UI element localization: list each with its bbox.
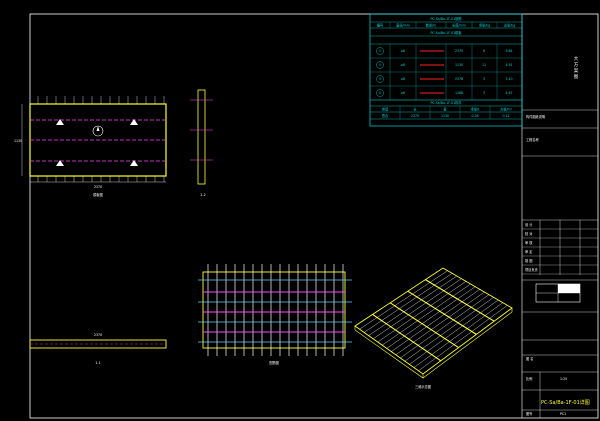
bar-length: 2370 <box>455 49 463 53</box>
signature-row-label: 审 核 <box>525 240 533 245</box>
bar-count: 8 <box>483 49 485 53</box>
schedule-header-cell: 重量/kg <box>479 23 490 28</box>
signature-row-label: 制 图 <box>525 258 532 263</box>
schedule-title-1: PC-Sa/Ba-1F-01钢筋 <box>430 16 461 21</box>
bar-id: ① <box>379 49 382 53</box>
title-block-top-text: 大方案图 <box>574 55 579 80</box>
schedule-header-cell: 总量/kg <box>504 23 515 28</box>
schedule-header-cell: 长度/mm <box>452 23 466 28</box>
schedule-header-cell: 类型 <box>382 107 389 112</box>
schedule-header-cell: 方量/m³ <box>500 107 513 112</box>
design-note: 构件图纸说明 <box>526 114 545 119</box>
signature-row-label: 审 定 <box>525 249 533 254</box>
lift-point-marker <box>56 119 64 125</box>
plan-dim-height: 1130 <box>14 139 22 143</box>
schedule-cell: 叠合 <box>382 113 389 118</box>
bar-count: 3 <box>483 91 485 95</box>
schedule-header-cell: 编号 <box>377 23 383 28</box>
scale-label: 比例 <box>526 376 532 381</box>
signature-row-label: 设 计 <box>525 222 533 227</box>
schedule-row-3: 叠合 2370 1130 0.28 0.12 <box>382 113 510 118</box>
isometric-rebar <box>359 270 508 371</box>
schedule-rows: ① ⌀8 2370 8 9.84 ② ⌀8 1130 11 4.91 ③ ⌀8 2378 3 3.10 ④ ⌀8… <box>370 44 522 101</box>
bar-diameter: ⌀8 <box>401 91 405 95</box>
plan-dim-width: 2370 <box>94 185 102 189</box>
lift-point-marker <box>56 160 64 166</box>
plan-tick-marks <box>37 96 165 182</box>
schedule-header-1: 编号 直径/mm 数量/m 长度/mm 重量/kg 总量/kg <box>377 22 515 28</box>
schedule-cell: 0.12 <box>502 114 509 118</box>
sheet-value: PC1 <box>560 412 566 416</box>
bar-id: ② <box>379 63 382 67</box>
schedule-title-3: PC-Sa/Ba-1F-01构件 <box>430 100 462 105</box>
rebar-horizontal-bars <box>198 279 352 343</box>
drawing-label: 图 名 <box>526 356 533 361</box>
scale-value: 1:25 <box>560 377 567 381</box>
bar-diameter: ⌀8 <box>401 63 405 67</box>
schedule-header-cell: 长 <box>413 107 417 112</box>
schedule-cell: 2370 <box>411 114 419 118</box>
bar-diameter: ⌀8 <box>401 77 405 81</box>
rebar-vertical-bars <box>207 264 344 356</box>
bar-length: 1130 <box>455 63 463 67</box>
schedule-header-cell: 重量/t <box>471 107 480 112</box>
schedule-header-3: 类型 长 宽 重量/t 方量/m³ <box>382 106 513 119</box>
bar-weight: 4.67 <box>505 91 512 95</box>
project-label: 工程名称 <box>526 137 540 142</box>
bar-mark-icon <box>376 89 384 97</box>
bar-weight: 4.91 <box>505 63 512 67</box>
drawing-title: PC-Sa/Ba-1F-01详图 <box>541 399 590 406</box>
schedule-cell: 1130 <box>441 114 449 118</box>
bar-id: ③ <box>379 77 382 81</box>
rebar-view-label: 配筋图 <box>269 360 279 365</box>
section-1-1: 2370 1-1 <box>29 333 167 365</box>
section-2-2: 2-2 <box>190 89 213 197</box>
bar-length: 2378 <box>455 77 463 81</box>
drawing-frame <box>29 13 599 419</box>
isometric-view: 三维示意图 <box>354 267 513 389</box>
lift-point-marker <box>130 119 138 125</box>
plan-view-label: 模板图 <box>93 192 103 197</box>
signature-row-label: 项目负责 <box>525 267 538 272</box>
bar-mark-icon <box>376 61 384 69</box>
lift-point-marker <box>130 160 138 166</box>
bar-weight: 3.10 <box>505 77 512 81</box>
bar-count: 11 <box>482 63 486 67</box>
schedule-header-cell: 宽 <box>443 107 447 112</box>
sheet-label: 图号 <box>526 411 532 416</box>
section-1-1-label: 1-1 <box>95 361 100 365</box>
bar-id: ④ <box>379 91 382 95</box>
bar-diameter: ⌀8 <box>401 49 405 53</box>
isometric-view-label: 三维示意图 <box>415 384 431 389</box>
signature-row-label: 校 对 <box>525 231 533 236</box>
section-dim-width: 2370 <box>94 333 102 337</box>
schedule-cell: 0.28 <box>471 114 478 118</box>
schedule-title-2: PC-Sa/Ba-1F-01模板 <box>430 30 462 35</box>
bar-weight: 9.84 <box>505 49 512 53</box>
key-plan <box>522 279 598 313</box>
bar-mark-icon <box>376 47 384 55</box>
schedule-header-cell: 数量/m <box>426 23 437 28</box>
rebar-schedule-table: PC-Sa/Ba-1F-01钢筋 编号 直径/mm 数量/m 长度/mm 重量/kg 总量… <box>369 13 523 127</box>
bar-count: 3 <box>483 77 485 81</box>
section-2-2-label: 2-2 <box>200 193 205 197</box>
bar-length: 1188 <box>455 91 463 95</box>
schedule-header-cell: 直径/mm <box>396 23 410 28</box>
rebar-view: 配筋图 <box>198 264 352 365</box>
plan-view: 2370 1130 模板图 <box>14 96 167 197</box>
bar-mark-icon <box>376 75 384 83</box>
